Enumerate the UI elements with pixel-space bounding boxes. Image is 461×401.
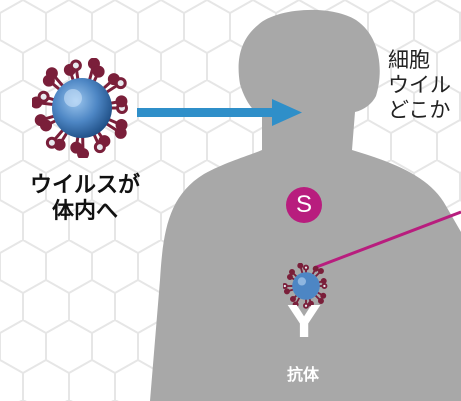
caption-line: ウイル (388, 73, 451, 97)
antibody-symbol: Y (288, 297, 320, 348)
virus-spike-tip (303, 264, 309, 271)
caption-line: 細胞 (388, 48, 430, 72)
virus-spike-tip (303, 302, 309, 309)
virus-spike-tip (317, 268, 324, 275)
s-badge: S (286, 187, 322, 223)
virus-spike-tip (307, 300, 314, 307)
virus-spike-tip (321, 283, 328, 289)
virus-icon (283, 263, 328, 309)
virus-spike-tip (92, 65, 105, 78)
virus-spike-tip (70, 141, 83, 154)
arrow-right-icon (137, 99, 302, 126)
virus-spike-tip (77, 147, 90, 158)
virus-spike-tip (292, 301, 299, 308)
virus-spike-tip (320, 292, 327, 299)
virus-spike-tip (317, 297, 324, 304)
virus-spike-tip (69, 59, 82, 72)
virus-spike-tip (93, 141, 106, 154)
virus-spike-tip (45, 136, 58, 149)
virus-spike-tip (115, 95, 128, 108)
virus-spike-tip (297, 263, 304, 269)
antibody-label: 抗体 (286, 365, 319, 384)
virus-spike-tip (283, 283, 288, 289)
virus-label-line: 体内へ (51, 199, 118, 224)
virus-icon (32, 58, 128, 158)
virus-spike-tip (312, 265, 319, 272)
virus-label: ウイルスが 体内へ (10, 173, 160, 225)
caption-text: 細胞 ウイル どこか (388, 48, 451, 123)
virus-spike-tip (32, 96, 43, 109)
virus-spike-tip (45, 67, 58, 80)
virus-spike-tip (289, 296, 296, 303)
pointer-line-icon (313, 210, 461, 270)
virus-spike-tip (320, 278, 327, 285)
virus-label-line: ウイルスが (29, 173, 140, 198)
virus-spike-tip (283, 288, 290, 295)
virus-spike-tip (34, 114, 47, 127)
virus-spike-tip (289, 269, 296, 276)
virus-spike-tip (286, 273, 293, 280)
virus-spike-tip (114, 126, 127, 139)
caption-line: どこか (388, 98, 451, 122)
virus-spike-tip (37, 90, 50, 103)
virus-spike-tip (114, 77, 127, 90)
